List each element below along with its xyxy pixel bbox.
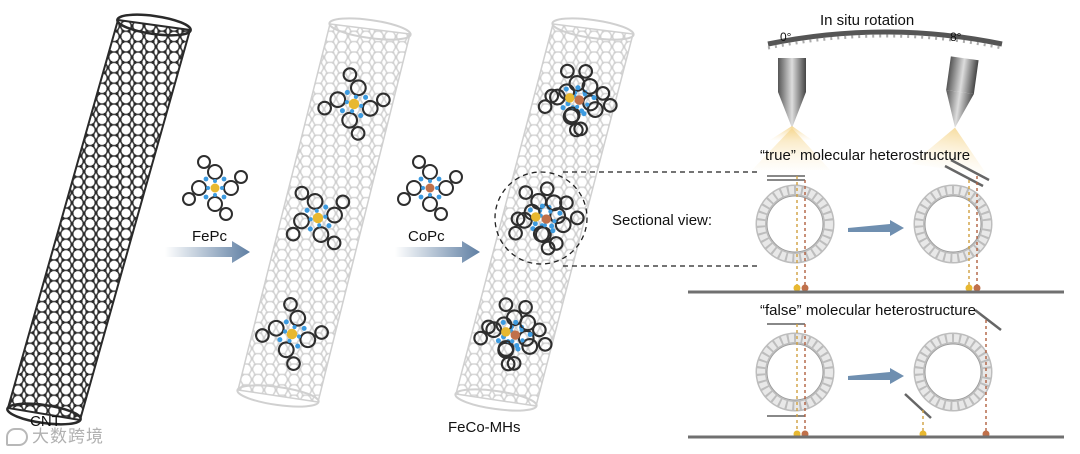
in-situ-rotation-label: In situ rotation <box>820 12 914 29</box>
true-section-before <box>761 176 829 292</box>
false-heterostructure-label: “false” molecular heterostructure <box>760 302 976 319</box>
sectional-view-label: Sectional view: <box>612 212 712 229</box>
false-section-after <box>905 310 1001 438</box>
false-section-before <box>761 324 829 438</box>
copc-molecule <box>398 156 462 220</box>
true-heterostructure-label: “true” molecular heterostructure <box>760 147 970 164</box>
arrow-right-icon <box>848 368 904 384</box>
cnt-feco-tube <box>454 14 635 414</box>
arrow-right-icon <box>848 220 904 236</box>
watermark-text: 大数跨境 <box>32 427 104 447</box>
angle-end-label: 8° <box>950 30 961 44</box>
watermark: 大数跨境 <box>6 422 104 447</box>
copc-label: CoPc <box>408 228 445 245</box>
cnt-tube <box>6 11 192 428</box>
cnt-fepc-tube <box>236 14 412 410</box>
chat-bubble-icon <box>6 428 28 446</box>
rotation-arc <box>768 32 1002 48</box>
fepc-molecule <box>183 156 247 220</box>
fepc-label: FePc <box>192 228 227 245</box>
true-section-after <box>919 160 989 292</box>
feco-mhs-label: FeCo-MHs <box>448 419 521 436</box>
angle-start-label: 0° <box>780 30 791 44</box>
